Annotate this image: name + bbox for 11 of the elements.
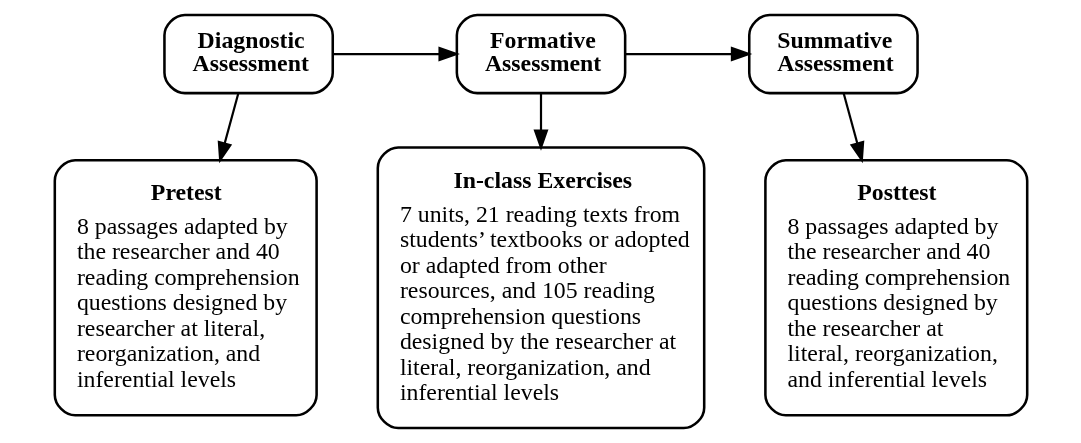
node-box: In-class Exercises 7 units, 21 reading texts from students’ textbooks or adopted or adapted from other resources, and 105 reading comprehension questions designed by the researcher at literal, reorganization, and inferential levels (376, 146, 705, 430)
node-box: Summative Assessment (747, 13, 919, 95)
node-box: Posttest 8 passages adapted by the researcher and 40 reading comprehension questions designed by the researcher at literal, reorganization, and inferential levels (763, 159, 1028, 417)
node-box: Diagnostic Assessment (162, 13, 334, 95)
node-box: Pretest 8 passages adapted by the researcher and 40 reading comprehension questions designed by researcher at literal, reorganization, and inferential levels (53, 159, 318, 417)
arrow (533, 93, 548, 151)
arrow (217, 92, 239, 164)
arrow (842, 92, 864, 164)
arrow (332, 46, 460, 62)
arrow (625, 46, 752, 62)
node-box: Formative Assessment (455, 13, 626, 95)
